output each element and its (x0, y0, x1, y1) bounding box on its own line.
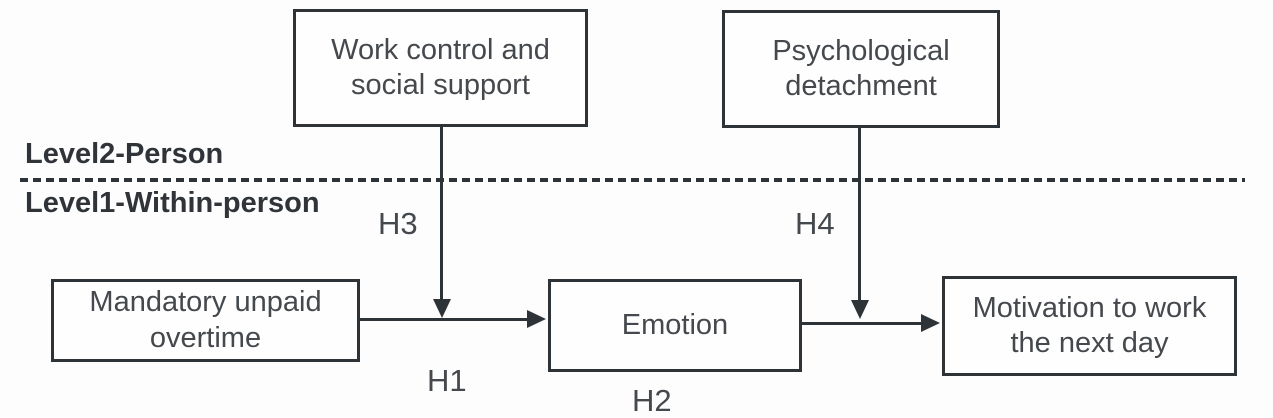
h1-path-arrow-line (360, 318, 528, 321)
h4-hypothesis-label: H4 (795, 206, 835, 241)
level-separator-dashed-line (20, 178, 1245, 182)
work-control-social-support-label: Work control and social support (331, 33, 550, 101)
motivation-next-day-box: Motivation to work the next day (942, 276, 1237, 376)
psychological-detachment-label: Psychological detachment (772, 34, 950, 102)
motivation-next-day-label: Motivation to work the next day (972, 291, 1207, 359)
mandatory-unpaid-overtime-box: Mandatory unpaid overtime (51, 279, 360, 362)
h3-hypothesis-label: H3 (378, 206, 418, 241)
h3-moderation-arrow-line (440, 127, 443, 299)
h4-arrowhead-down-icon (851, 300, 869, 319)
psychological-detachment-box: Psychological detachment (722, 10, 1000, 128)
level2-person-label: Level2-Person (25, 138, 224, 170)
work-control-social-support-box: Work control and social support (293, 9, 588, 127)
h1-hypothesis-label: H1 (427, 363, 467, 398)
level1-within-person-label: Level1-Within-person (25, 187, 320, 219)
h1-arrowhead-right-icon (527, 310, 546, 328)
h3-arrowhead-down-icon (433, 299, 451, 318)
h2-path-arrow-line (802, 322, 922, 325)
h2-arrowhead-right-icon (921, 314, 940, 332)
h2-hypothesis-label: H2 (632, 383, 672, 418)
emotion-box: Emotion (548, 279, 802, 372)
mandatory-unpaid-overtime-label: Mandatory unpaid overtime (89, 286, 322, 354)
emotion-label: Emotion (621, 308, 729, 341)
h4-moderation-arrow-line (858, 128, 861, 300)
